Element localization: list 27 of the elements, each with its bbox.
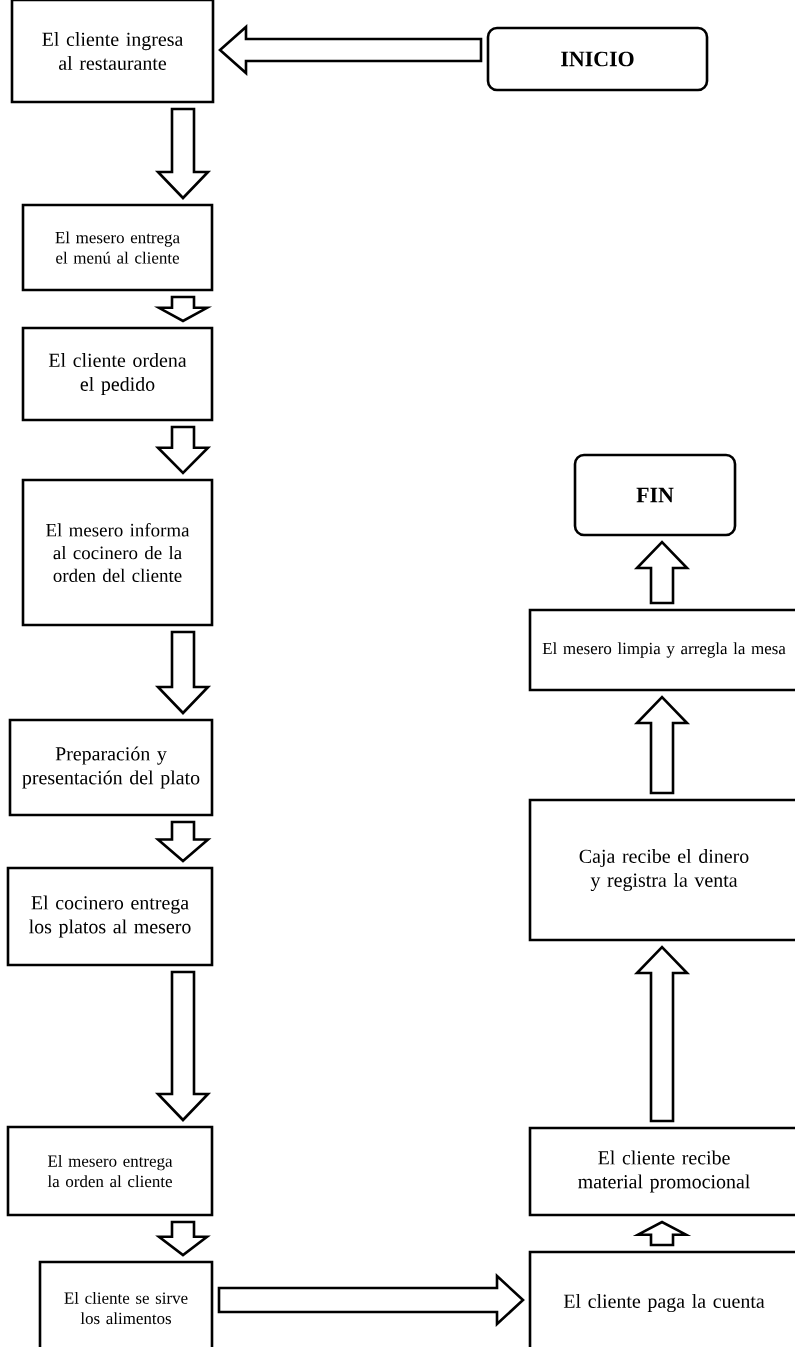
block-arrow: [633, 945, 691, 1123]
process-box: Caja recibe el dinero y registra la venta: [528, 798, 795, 942]
process-box: El cliente se sirve los alimentos: [38, 1260, 214, 1347]
terminal-box: INICIO: [486, 26, 709, 92]
block-arrow: [154, 820, 212, 863]
process-box: El cliente recibe material promocional: [528, 1126, 795, 1217]
process-box: El mesero informa al cocinero de la orden del cliente: [21, 478, 214, 627]
process-box: El cliente ordena el pedido: [21, 326, 214, 422]
process-box: El cocinero entrega los platos al mesero: [6, 866, 214, 967]
block-arrow: [218, 24, 483, 76]
terminal-box: FIN: [573, 453, 737, 537]
block-arrow: [154, 970, 212, 1122]
process-box: El mesero limpia y arregla la mesa: [528, 608, 795, 692]
block-arrow: [633, 540, 691, 605]
block-arrow: [633, 695, 691, 795]
process-box: Preparación y presentación del plato: [8, 718, 214, 817]
block-arrow: [153, 295, 213, 323]
block-arrow: [154, 425, 212, 475]
block-arrow: [217, 1273, 525, 1327]
process-box: El mesero entrega el menú al cliente: [21, 203, 214, 292]
block-arrow: [632, 1220, 692, 1247]
process-box: El mesero entrega la orden al cliente: [6, 1125, 214, 1217]
block-arrow: [154, 107, 212, 200]
block-arrow: [155, 1220, 211, 1257]
process-box: El cliente ingresa al restaurante: [10, 0, 215, 104]
block-arrow: [154, 630, 212, 715]
process-box: El cliente paga la cuenta: [528, 1250, 795, 1347]
